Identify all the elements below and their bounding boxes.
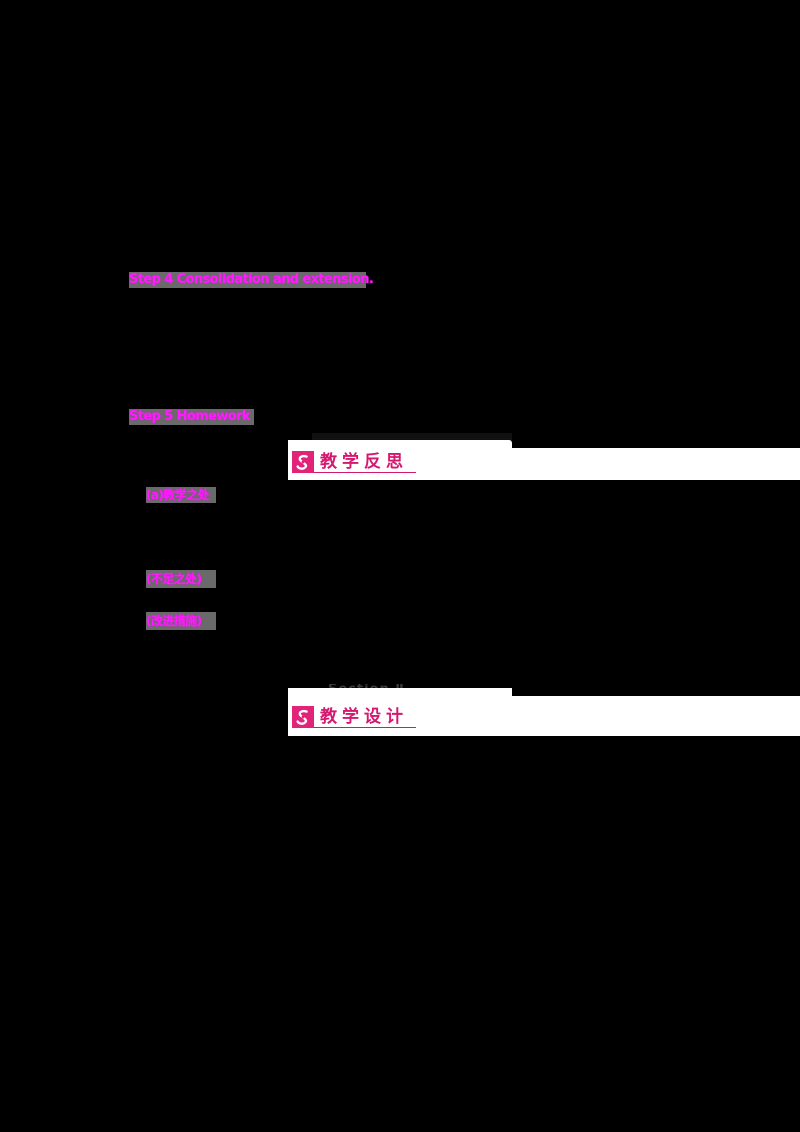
teaching-design-heading: 教学设计: [292, 706, 408, 728]
section-banner-tab: [288, 688, 512, 698]
section-divider-strip: [312, 433, 512, 441]
step-4-heading: Step 4 Consolidation and extension.: [129, 272, 374, 288]
section-banner-tab: [288, 440, 512, 450]
teaching-reflection-banner: [288, 448, 800, 480]
tag-label: (改进措施): [146, 612, 216, 630]
s-swirl-icon: [292, 706, 314, 728]
section-title: 教学设计: [320, 707, 408, 727]
tag-label: (a)教学之处: [146, 487, 216, 503]
heading-underline: [314, 727, 416, 728]
heading-underline: [314, 472, 416, 473]
teaching-reflection-heading: 教学反思: [292, 451, 408, 473]
s-swirl-icon: [292, 451, 314, 473]
step-5-heading: Step 5 Homework: [129, 409, 254, 425]
teaching-design-banner: [288, 696, 800, 736]
section-title: 教学反思: [320, 452, 408, 472]
tag-label: (不足之处): [146, 570, 216, 588]
